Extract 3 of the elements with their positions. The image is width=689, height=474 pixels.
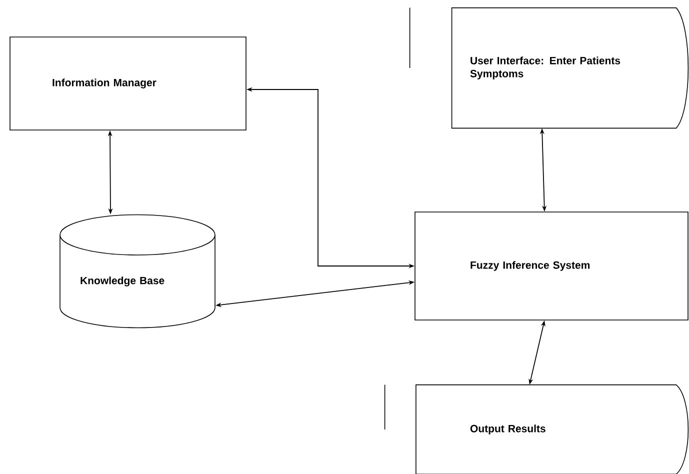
database-cylinder: Knowledge Base bbox=[60, 214, 216, 328]
process-box: Fuzzy Inference System bbox=[414, 212, 688, 320]
process-box: Information Manager bbox=[10, 36, 246, 130]
